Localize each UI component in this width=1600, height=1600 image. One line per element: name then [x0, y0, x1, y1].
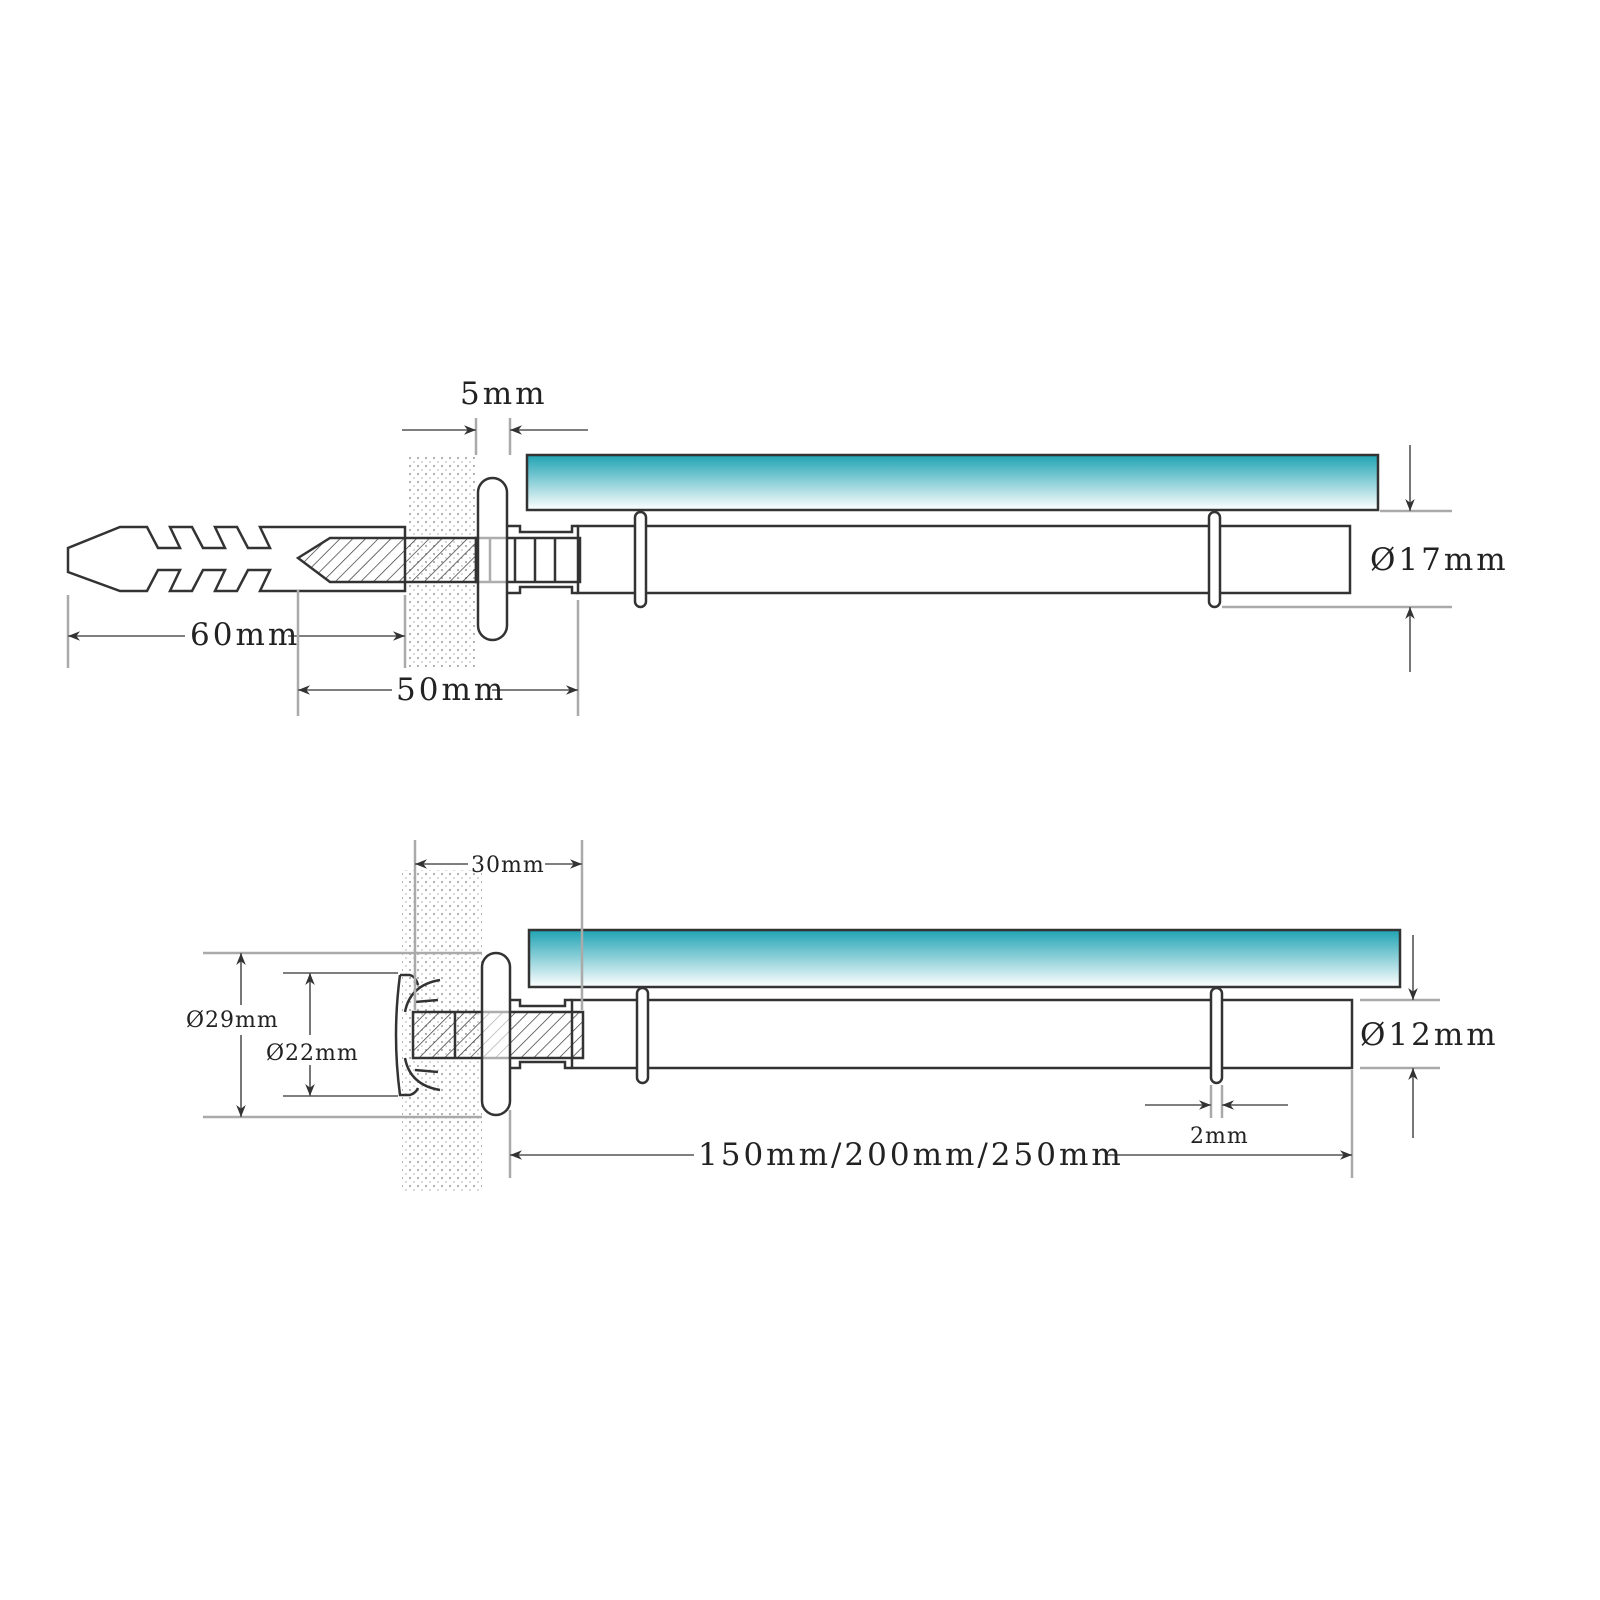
- rosette: [476, 476, 509, 642]
- bottom-assembly: 30mm Ø29mm Ø22mm Ø12mm 2mm 150mm/200mm/2…: [186, 840, 1499, 1192]
- top-rod-diameter-label: Ø17mm: [1370, 542, 1509, 578]
- glass-shelf: [525, 453, 1380, 512]
- bottom-rod-diameter-label: Ø12mm: [1360, 1017, 1499, 1053]
- ring-clip-left: [635, 986, 650, 1085]
- outer-diameter-label: Ø29mm: [186, 1008, 279, 1033]
- rosette: [480, 951, 512, 1117]
- wall-anchor-plug: [66, 525, 407, 593]
- ring-clip-left: [633, 510, 648, 609]
- top-assembly: 5mm 60mm 50mm Ø17mm: [66, 376, 1509, 716]
- inner-diameter-label: Ø22mm: [266, 1041, 359, 1066]
- ring-clip-right: [1209, 986, 1224, 1085]
- support-rod: [570, 998, 1354, 1070]
- support-rod: [576, 524, 1352, 595]
- rod-neck: [510, 998, 572, 1070]
- clip-width-label: 2mm: [1190, 1124, 1249, 1149]
- screw-length-label: 50mm: [396, 672, 506, 708]
- rod-lengths-label: 150mm/200mm/250mm: [698, 1137, 1124, 1173]
- depth-label: 30mm: [471, 853, 545, 878]
- rod-neck: [507, 524, 578, 595]
- ring-clip-right: [1207, 510, 1222, 609]
- anchor-length-label: 60mm: [190, 617, 300, 653]
- rosette-thickness-label: 5mm: [460, 376, 548, 412]
- glass-shelf: [527, 928, 1402, 989]
- screw: [295, 536, 478, 584]
